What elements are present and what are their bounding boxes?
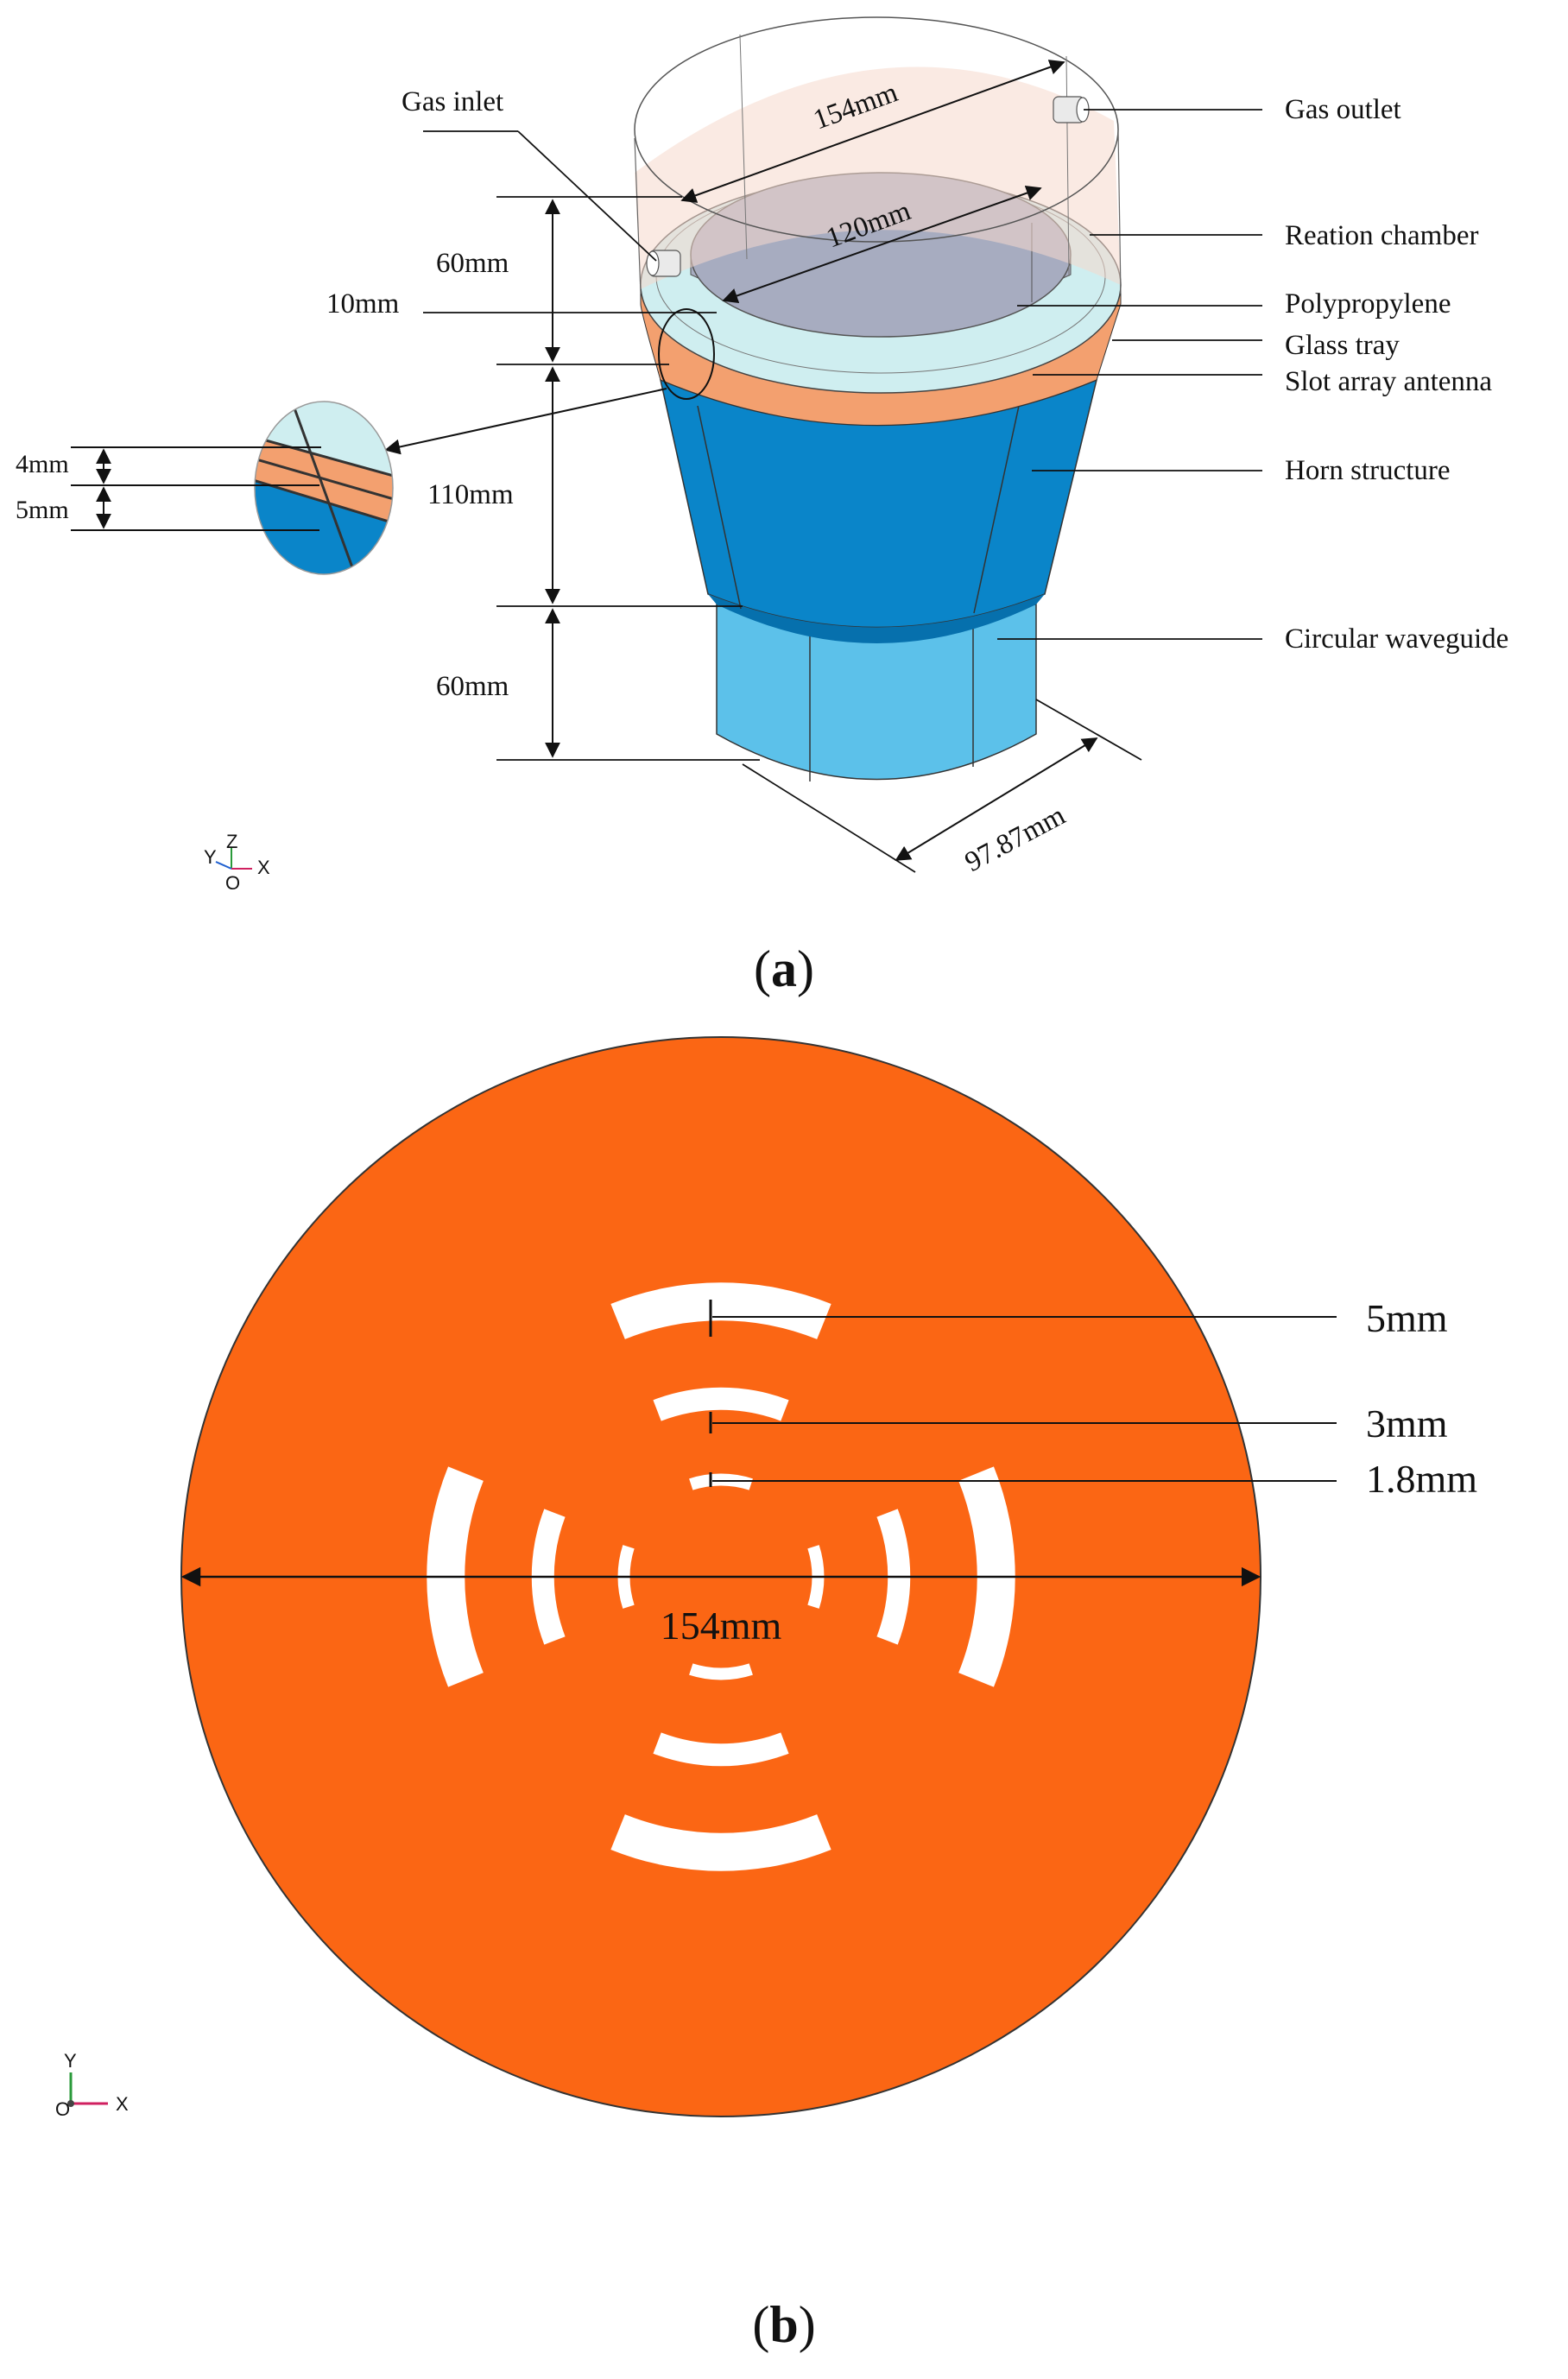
inner-slot-width-label: 1.8mm xyxy=(1366,1457,1477,1501)
triad-a-x: X xyxy=(257,857,270,878)
circular-waveguide-label: Circular waveguide xyxy=(1285,623,1508,655)
slot-array-antenna-label: Slot array antenna xyxy=(1285,366,1492,397)
gas-inlet-label: Gas inlet xyxy=(401,86,503,117)
caption-a: (a) xyxy=(754,940,814,997)
detail-arrow xyxy=(384,388,667,455)
triad-a-origin: O xyxy=(225,872,240,894)
slot-middle-top xyxy=(653,1387,789,1421)
horn-seam xyxy=(697,405,742,610)
gas-outlet-port xyxy=(1053,96,1090,123)
horn-height-label: 110mm xyxy=(427,479,514,510)
waveguide-diameter-arrow xyxy=(895,737,1098,861)
reaction-chamber-label: Reation chamber xyxy=(1285,220,1479,251)
panel-a-labels: Gas inlet Gas outlet Reation chamber Pol… xyxy=(401,86,1508,655)
chamber-diameter-arrow xyxy=(680,60,1065,203)
triad-b-y: Y xyxy=(64,2050,77,2072)
triad-a-z: Z xyxy=(226,831,237,852)
chamber-seam xyxy=(1065,55,1070,277)
panel-b-dimensions: 154mm 5mm 3mm 1.8mm xyxy=(180,1296,1477,1648)
gas-outlet-label: Gas outlet xyxy=(1285,94,1401,125)
triad-a-y: Y xyxy=(204,846,217,868)
waveguide-height-label: 60mm xyxy=(436,671,509,702)
tray-thickness-label: 10mm xyxy=(326,288,400,320)
detail-top-thickness-label: 4mm xyxy=(16,450,69,478)
glass-tray-label: Glass tray xyxy=(1285,330,1400,361)
middle-slot-width-label: 3mm xyxy=(1366,1401,1448,1446)
horn-shadow xyxy=(708,594,1045,643)
axis-triad-a: Z X Y O xyxy=(204,831,270,894)
slot-inner-top xyxy=(689,1473,753,1490)
detail-magnifier: 4mm 5mm xyxy=(16,401,394,575)
triad-b-origin: O xyxy=(55,2098,70,2120)
gas-inlet-port xyxy=(646,250,681,277)
slot-outer-bottom xyxy=(610,1814,831,1871)
triad-b-x: X xyxy=(116,2093,129,2115)
tray-diameter-arrow xyxy=(722,185,1042,304)
outer-slot-width-label: 5mm xyxy=(1366,1296,1448,1340)
horn-seam xyxy=(973,405,1020,614)
polypropylene-label: Polypropylene xyxy=(1285,288,1451,320)
plate-diameter-label: 154mm xyxy=(661,1604,782,1648)
slot-outer-top xyxy=(610,1282,831,1339)
slot-inner-bottom xyxy=(689,1663,753,1680)
detail-bottom-thickness-label: 5mm xyxy=(16,496,69,524)
detail-marker-circle xyxy=(658,308,715,400)
axis-triad-b: Y X O xyxy=(55,2050,129,2120)
horn-structure-label: Horn structure xyxy=(1285,455,1451,486)
caption-b: (b) xyxy=(752,2296,815,2353)
chamber-height-label: 60mm xyxy=(436,248,509,279)
slot-middle-bottom xyxy=(653,1732,789,1767)
chamber-side xyxy=(634,137,642,294)
chamber-side xyxy=(1117,129,1122,294)
